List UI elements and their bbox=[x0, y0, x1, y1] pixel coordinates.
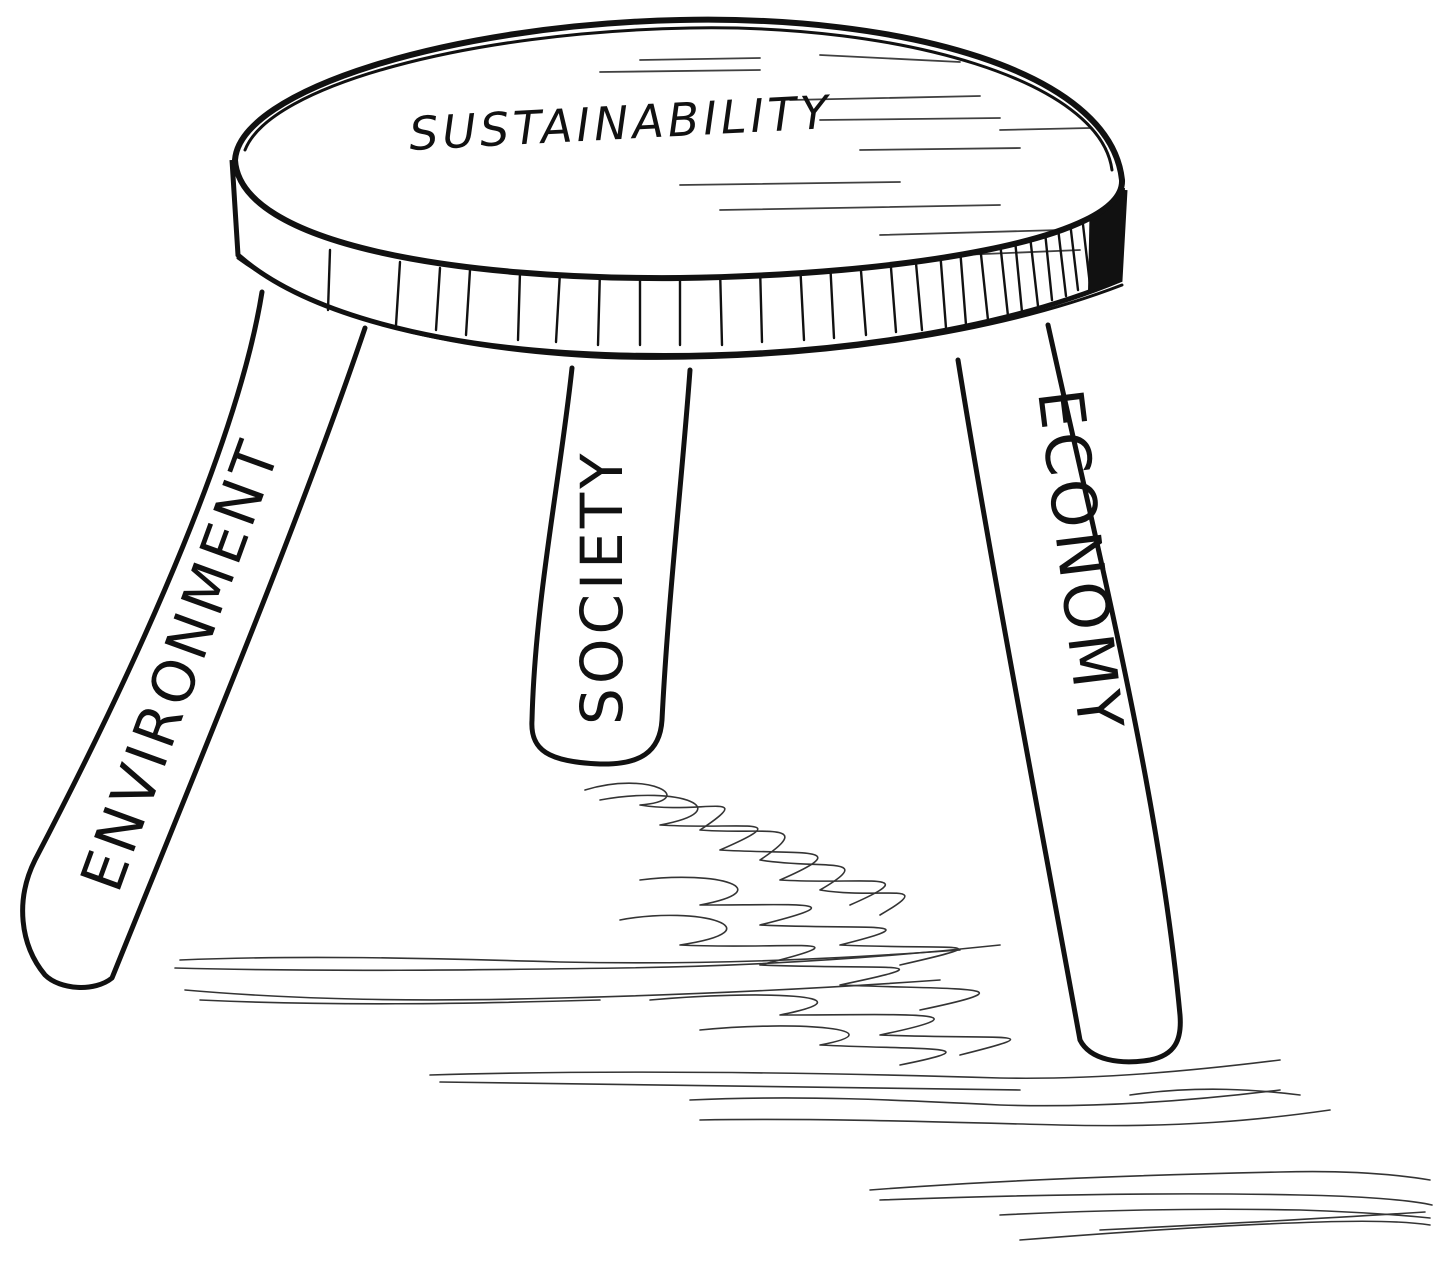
leg-label-environment: ENVIRONMENT bbox=[67, 430, 294, 900]
leg-label-society: SOCIETY bbox=[568, 449, 636, 725]
floor-shadow bbox=[175, 783, 1432, 1240]
leg-label-economy: ECONOMY bbox=[1023, 385, 1138, 737]
seat-top: SUSTAINABILITY bbox=[235, 20, 1122, 278]
